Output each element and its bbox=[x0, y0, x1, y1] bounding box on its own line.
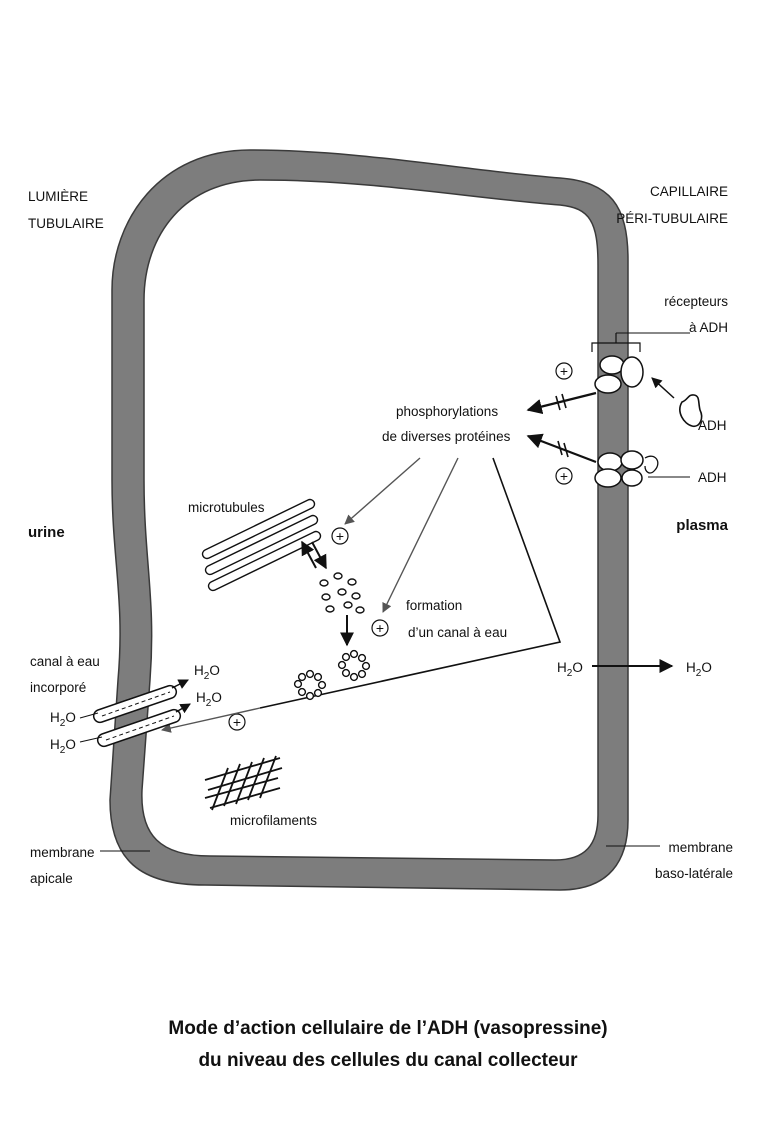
lumiere-label-1: LUMIÈRE bbox=[28, 189, 88, 204]
membrane-baso-label-1: membrane bbox=[668, 840, 733, 855]
adh-label-bottom: ADH bbox=[698, 470, 727, 485]
adh-receptor-top bbox=[594, 355, 644, 394]
plasma-label: plasma bbox=[676, 517, 728, 534]
h2o-cell: H2O bbox=[557, 660, 583, 679]
incorporation-arrow bbox=[161, 707, 261, 733]
water-channel-aggregate-1 bbox=[337, 649, 371, 682]
plus-circle-microtubules: + bbox=[331, 527, 349, 545]
recepteurs-label-1: récepteurs bbox=[664, 294, 728, 309]
capillaire-label-2: PÉRI-TUBULAIRE bbox=[616, 211, 728, 226]
phospho-label-2: de diverses protéines bbox=[382, 429, 511, 444]
water-out-arrow-2 bbox=[175, 703, 191, 714]
plus-circle-formation: + bbox=[371, 619, 389, 637]
water-out-arrow-1 bbox=[171, 679, 189, 689]
h2o-plasma: H2O bbox=[686, 660, 712, 679]
svg-text:+: + bbox=[376, 620, 384, 636]
caption-line-2: du niveau des cellules du canal collecte… bbox=[198, 1050, 578, 1071]
recepteurs-label-2: à ADH bbox=[689, 320, 728, 335]
signal-arrow-top bbox=[526, 391, 597, 415]
tubulin-subunits bbox=[319, 572, 365, 614]
signal-arrow-bottom-tick1 bbox=[557, 440, 563, 456]
microfilaments bbox=[204, 755, 283, 811]
h2o-out-1: H2O bbox=[194, 663, 220, 682]
signal-arrow-bottom-tick2 bbox=[563, 442, 569, 458]
water-channel-aggregate-2 bbox=[293, 669, 327, 701]
adh-molecule bbox=[679, 394, 703, 428]
formation-label-2: d’un canal à eau bbox=[408, 625, 507, 640]
water-in-arrow-2 bbox=[79, 736, 103, 743]
microfilaments-label: microfilaments bbox=[230, 813, 317, 828]
phospho-to-microtubules-arrow bbox=[344, 457, 421, 525]
lumiere-label-2: TUBULAIRE bbox=[28, 216, 104, 231]
phospho-label-1: phosphorylations bbox=[396, 404, 498, 419]
phospho-to-membrane-path bbox=[259, 457, 562, 709]
water-in-arrow-1 bbox=[79, 712, 99, 719]
equilibrium-arrow-down bbox=[311, 541, 327, 570]
membrane-apicale-label-1: membrane bbox=[30, 845, 95, 860]
svg-text:+: + bbox=[233, 714, 241, 730]
cytoplasm bbox=[141, 179, 599, 861]
svg-text:+: + bbox=[560, 363, 568, 379]
h2o-in-1: H2O bbox=[50, 710, 76, 729]
membrane-baso-label-2: baso-latérale bbox=[655, 866, 733, 881]
svg-text:+: + bbox=[560, 468, 568, 484]
water-channel-tube-1 bbox=[92, 684, 178, 724]
canal-label-2: incorporé bbox=[30, 680, 86, 695]
caption-line-1: Mode d’action cellulaire de l’ADH (vasop… bbox=[168, 1018, 608, 1039]
microtubules-label: microtubules bbox=[188, 500, 265, 515]
adh-label-top: ADH bbox=[698, 418, 727, 433]
plus-circle-receptor-top: + bbox=[555, 362, 573, 380]
svg-text:+: + bbox=[336, 528, 344, 544]
microtubules bbox=[201, 498, 322, 592]
phospho-to-channel-arrow bbox=[382, 457, 459, 613]
membrane-apicale-label-2: apicale bbox=[30, 871, 73, 886]
adh-bound-shape bbox=[644, 455, 659, 474]
adh-receptor-bottom bbox=[594, 450, 644, 488]
plus-circle-incorporation: + bbox=[228, 713, 246, 731]
equilibrium-arrow-up bbox=[301, 540, 317, 569]
plus-circle-receptor-bottom: + bbox=[555, 467, 573, 485]
formation-label-1: formation bbox=[406, 598, 462, 613]
signal-arrow-bottom bbox=[526, 433, 597, 464]
h2o-out-2: H2O bbox=[196, 690, 222, 709]
canal-label-1: canal à eau bbox=[30, 654, 100, 669]
h2o-in-2: H2O bbox=[50, 737, 76, 756]
signal-arrow-top-tick2 bbox=[561, 393, 567, 409]
capillaire-label-1: CAPILLAIRE bbox=[650, 184, 728, 199]
signal-arrow-top-tick1 bbox=[555, 395, 561, 411]
urine-label: urine bbox=[28, 524, 65, 541]
water-channel-tube-2 bbox=[96, 708, 182, 748]
adh-approach-arrow bbox=[651, 377, 675, 399]
